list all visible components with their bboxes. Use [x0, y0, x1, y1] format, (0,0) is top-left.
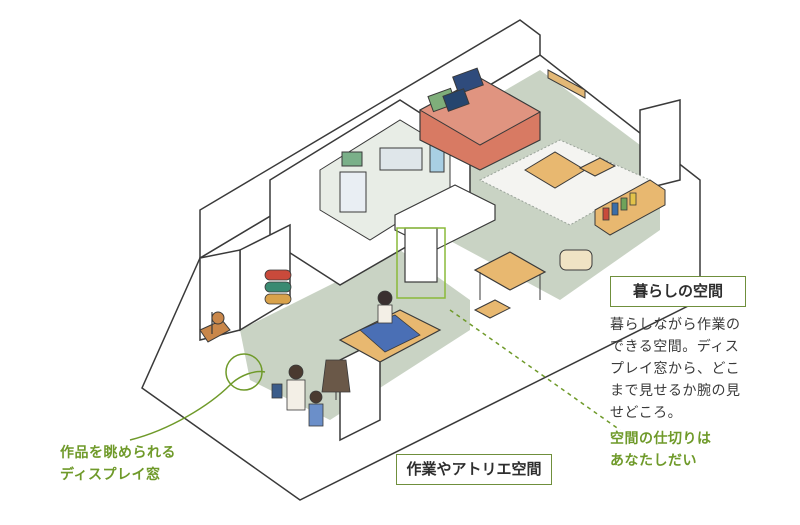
- fridge-green-outline: [396, 227, 446, 299]
- washing-machine: [339, 171, 367, 213]
- display-window-marker: [225, 353, 263, 391]
- bathtub: [379, 147, 423, 171]
- bookshelf: [594, 179, 666, 236]
- book-4: [629, 192, 637, 206]
- pillow-navy: [442, 88, 470, 112]
- visitor-bag: [271, 383, 283, 399]
- person-body: [377, 304, 393, 324]
- fridge: [404, 227, 438, 283]
- chair-top: [211, 311, 225, 325]
- visitor-child-head: [309, 390, 323, 404]
- shelf-box: [341, 151, 363, 167]
- living-space-description: 暮らしながら作業の できる空間。ディス プレイ窓から、どこ まで見せるか腕の見 …: [610, 317, 741, 421]
- visitor-adult-body: [286, 379, 306, 411]
- display-window-leader: [129, 370, 266, 441]
- visitor-child-body: [308, 403, 324, 427]
- bench: [547, 69, 586, 99]
- pillow-blue: [452, 67, 484, 95]
- stool: [473, 299, 512, 319]
- basket: [559, 249, 593, 271]
- side-table: [578, 157, 617, 177]
- left-wall: [199, 249, 241, 341]
- book-3: [620, 197, 628, 211]
- workspace-title: 作業やアトリエ空間: [396, 454, 552, 485]
- partition-note: 空間の仕切りは あなたしだい: [610, 431, 712, 469]
- mannequin-dress: [321, 359, 351, 393]
- person-head: [377, 290, 393, 306]
- dining-table: [473, 251, 547, 291]
- fabric-roll-1: [264, 269, 292, 281]
- book-2: [611, 202, 619, 216]
- display-window-caption: 作品を眺められる ディスプレイ窓: [60, 445, 176, 483]
- fabric-roll-3: [264, 293, 292, 305]
- book-1: [602, 207, 610, 221]
- living-space-title: 暮らしの空間: [610, 276, 746, 307]
- visitor-adult-head: [288, 364, 304, 380]
- right-wall: [639, 99, 681, 191]
- fabric-roll-2: [264, 281, 292, 293]
- partition-leader: [449, 309, 621, 431]
